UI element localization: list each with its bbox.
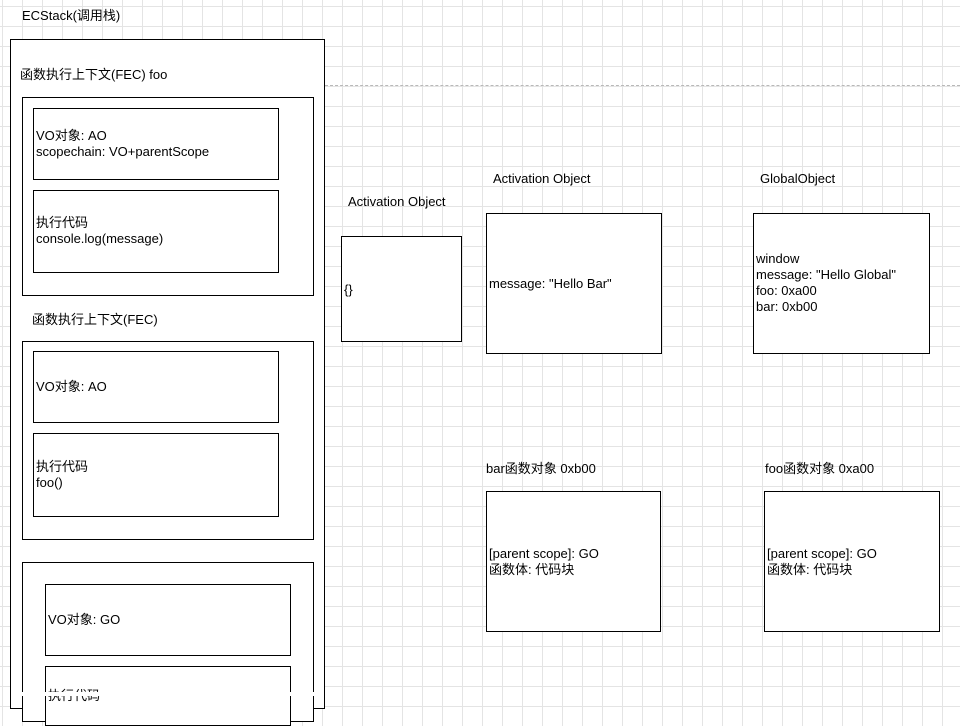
bar-func-line1: [parent scope]: GO <box>489 546 599 561</box>
gec-vo-text: VO对象: GO <box>48 612 120 628</box>
fec-foo-code-text: 执行代码 console.log(message) <box>36 215 163 247</box>
fec-vo-text: VO对象: AO <box>36 379 107 395</box>
ao-empty-title: Activation Object <box>348 194 446 209</box>
bottom-clip <box>11 692 324 696</box>
fec-foo-vo-line1: VO对象: AO <box>36 128 107 143</box>
fec-vo-line1: VO对象: AO <box>36 379 107 394</box>
foo-func-line2: 函数体: 代码块 <box>767 562 853 577</box>
fec-foo-code-line1: 执行代码 <box>36 215 89 230</box>
ao-empty-box[interactable] <box>341 236 462 342</box>
foo-func-text: [parent scope]: GO 函数体: 代码块 <box>767 546 877 578</box>
global-object-line-bar: bar: 0xb00 <box>756 299 818 314</box>
ao-empty-content: {} <box>344 282 353 297</box>
bar-func-text: [parent scope]: GO 函数体: 代码块 <box>489 546 599 578</box>
ecstack-title: ECStack(调用栈) <box>22 8 121 23</box>
fec-foo-title: 函数执行上下文(FEC) foo <box>20 67 168 82</box>
ao-bar-content: message: "Hello Bar" <box>489 276 612 291</box>
gec-code-text: 执行代码 <box>48 688 100 704</box>
dashed-divider <box>325 85 960 86</box>
foo-func-line1: [parent scope]: GO <box>767 546 877 561</box>
global-object-title: GlobalObject <box>760 171 836 186</box>
fec-foo-vo-line2: scopechain: VO+parentScope <box>36 144 210 159</box>
fec-code-box[interactable] <box>33 433 279 517</box>
global-object-line-foo: foo: 0xa00 <box>756 283 817 298</box>
fec-foo-code-line2: console.log(message) <box>36 231 164 246</box>
fec-foo-vo-text: VO对象: AO scopechain: VO+parentScope <box>36 128 209 160</box>
foo-func-box[interactable] <box>764 491 940 632</box>
fec-foo-vo-box[interactable] <box>33 108 279 180</box>
fec-code-text: 执行代码 foo() <box>36 459 88 491</box>
fec-foo-code-box[interactable] <box>33 190 279 273</box>
ao-bar-box[interactable] <box>486 213 662 354</box>
fec-code-line1: 执行代码 <box>36 459 89 474</box>
global-object-box[interactable] <box>753 213 930 354</box>
fec-vo-box[interactable] <box>33 351 279 423</box>
global-object-line-message: message: "Hello Global" <box>756 267 897 282</box>
gec-vo-line1: VO对象: GO <box>48 612 121 627</box>
global-object-text: window message: "Hello Global" foo: 0xa0… <box>756 251 896 315</box>
bar-func-title: bar函数对象 0xb00 <box>486 461 596 476</box>
global-object-line-window: window <box>756 251 800 266</box>
foo-func-title: foo函数对象 0xa00 <box>765 461 875 476</box>
gec-code-line1: 执行代码 <box>48 688 100 704</box>
ao-bar-title: Activation Object <box>493 171 591 186</box>
bar-func-box[interactable] <box>486 491 661 632</box>
fec-title: 函数执行上下文(FEC) <box>32 312 158 327</box>
fec-code-line2: foo() <box>36 475 63 490</box>
gec-vo-box[interactable] <box>45 584 291 656</box>
bar-func-line2: 函数体: 代码块 <box>489 562 575 577</box>
